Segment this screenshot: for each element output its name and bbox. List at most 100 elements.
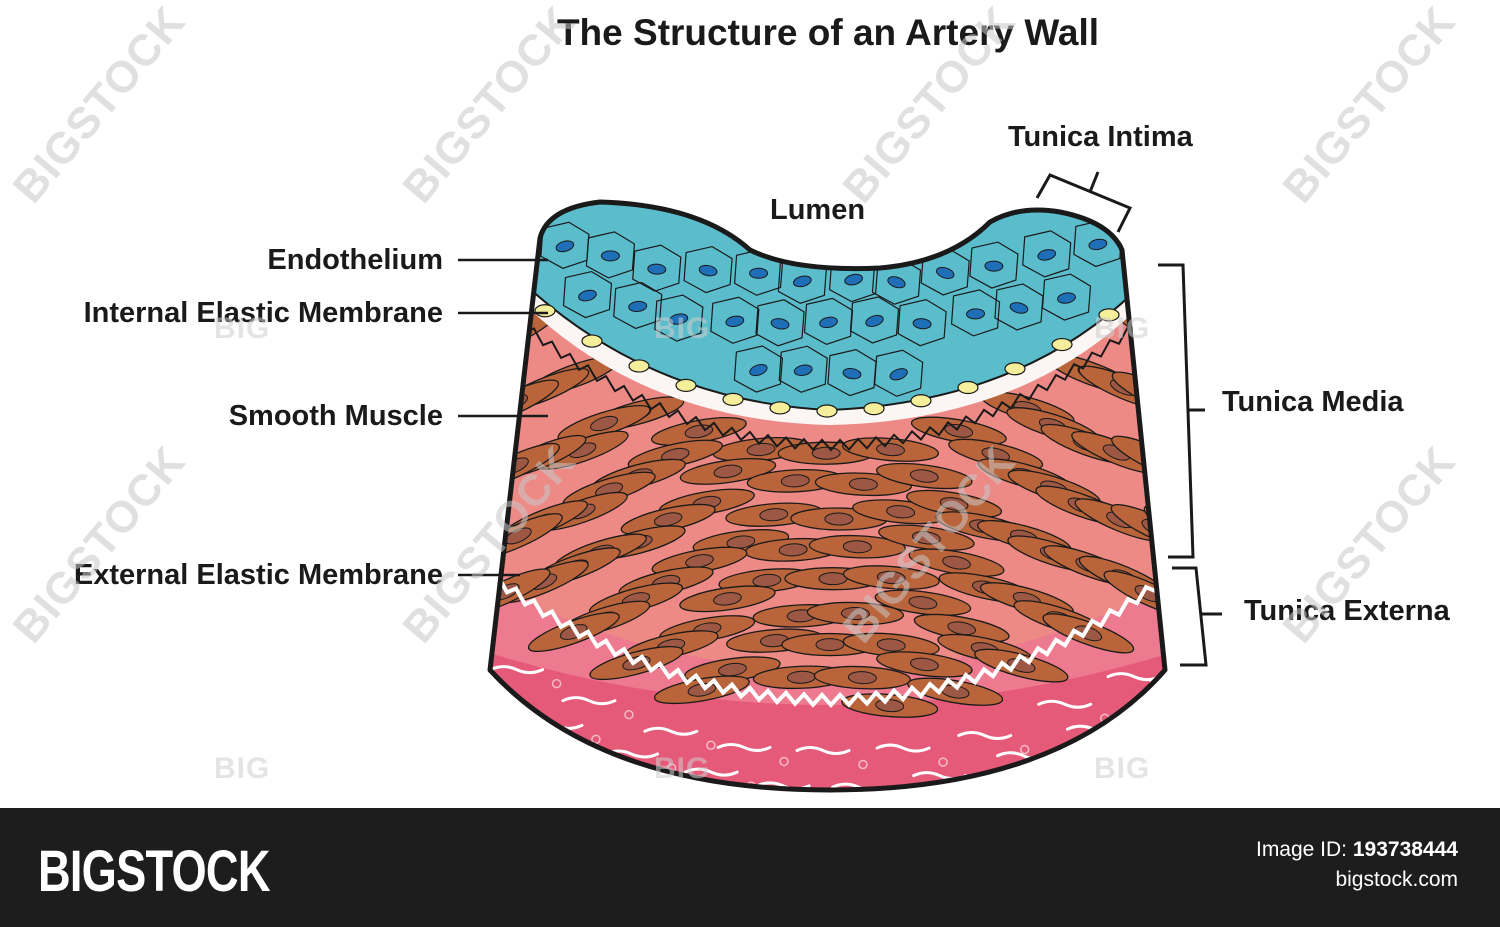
endothelial-cell xyxy=(827,348,877,397)
tunica-media-label: Tunica Media xyxy=(1222,386,1404,418)
cell-nucleus xyxy=(1057,292,1076,304)
externa-vesicle xyxy=(819,796,827,804)
muscle-nucleus xyxy=(848,477,878,491)
membrane-cell xyxy=(769,401,791,415)
elastic-membrane-cells xyxy=(534,304,1120,418)
endothelial-cell xyxy=(950,289,1001,337)
artery-wall-outline xyxy=(487,199,1168,793)
cell-nucleus xyxy=(628,300,648,313)
lumen-label: Lumen xyxy=(770,194,866,226)
muscle-nucleus xyxy=(718,662,747,677)
tunica-intima-label: Tunica Intima xyxy=(1008,121,1193,153)
membrane-cell xyxy=(675,378,697,392)
membrane-cell xyxy=(722,392,744,406)
collagen-fiber xyxy=(795,745,851,755)
externa-vesicle xyxy=(1215,759,1223,767)
cell-nucleus xyxy=(844,273,863,286)
endothelial-cell xyxy=(994,283,1044,331)
collagen-fiber xyxy=(683,767,739,777)
muscle-nucleus xyxy=(653,512,683,527)
muscle-nucleus xyxy=(908,596,938,610)
muscle-nucleus xyxy=(590,415,619,432)
muscle-nucleus xyxy=(909,657,939,672)
endothelial-cell xyxy=(755,299,805,347)
externa-vesicle xyxy=(1058,765,1069,775)
cell-nucleus xyxy=(793,364,813,376)
endothelial-cell xyxy=(710,296,760,344)
muscle-cell xyxy=(1140,377,1165,428)
internal-elastic-membrane-wave xyxy=(490,283,1165,452)
muscle-nucleus xyxy=(759,508,789,522)
cell-nucleus xyxy=(984,260,1004,272)
muscle-nucleus xyxy=(780,474,810,488)
cell-nucleus xyxy=(1037,249,1057,261)
cell-nucleus xyxy=(749,267,769,279)
external-elastic-membrane-label: External Elastic Membrane xyxy=(73,559,443,591)
externa-vesicle xyxy=(624,709,634,720)
cell-nucleus xyxy=(647,263,667,275)
externa-vesicle xyxy=(706,740,716,751)
cell-nucleus xyxy=(1009,302,1029,314)
cell-nucleus xyxy=(793,275,812,288)
collagen-fiber xyxy=(1151,744,1165,754)
watermark-small: BIG xyxy=(654,752,711,785)
site-url: bigstock.com xyxy=(1335,868,1458,891)
endothelial-cell xyxy=(849,296,900,344)
externa-vesicle xyxy=(974,784,985,790)
membrane-cell xyxy=(628,359,650,373)
externa-vesicle xyxy=(895,797,903,805)
muscle-nucleus xyxy=(1142,386,1165,404)
muscle-nucleus xyxy=(713,464,743,479)
membrane-cell xyxy=(1098,308,1120,322)
cell-nucleus xyxy=(889,368,908,381)
cell-nucleus xyxy=(555,240,575,253)
muscle-nucleus xyxy=(847,671,877,685)
externa-vesicle xyxy=(1173,748,1181,756)
endothelial-cell xyxy=(1022,230,1072,278)
muscle-nucleus xyxy=(911,531,941,545)
stock-footer: BIGSTOCK Image ID: 193738444 bigstock.co… xyxy=(0,808,1500,927)
muscle-cell xyxy=(1143,504,1165,555)
cell-nucleus xyxy=(842,367,862,380)
diagram-stage: The Structure of an Artery Wall xyxy=(4,0,1465,805)
cell-nucleus xyxy=(770,318,790,330)
muscle-nucleus xyxy=(876,442,905,457)
membrane-cell xyxy=(581,334,603,348)
cell-nucleus xyxy=(887,276,906,289)
muscle-nucleus xyxy=(818,572,848,586)
externa-vesicle xyxy=(551,678,562,689)
externa-vesicle xyxy=(591,734,601,745)
tunica-externa-label: Tunica Externa xyxy=(1244,595,1450,627)
endothelial-cell xyxy=(733,345,784,393)
muscle-nucleus xyxy=(842,540,872,554)
bigstock-logo: BIGSTOCK xyxy=(38,839,271,904)
membrane-cell xyxy=(910,394,932,408)
externa-vesicle xyxy=(547,742,558,752)
endothelial-cell xyxy=(683,245,733,294)
image-id: Image ID: 193738444 xyxy=(1256,838,1458,862)
cell-nucleus xyxy=(749,363,768,377)
muscle-nucleus xyxy=(909,469,939,483)
muscle-nucleus xyxy=(778,543,808,557)
collagen-fiber xyxy=(643,726,699,736)
endothelial-cell xyxy=(969,241,1019,289)
endothelial-cell xyxy=(1041,273,1092,321)
collagen-fiber xyxy=(561,696,617,706)
collagen-fiber xyxy=(1031,769,1087,779)
image-id-value: 193738444 xyxy=(1352,838,1458,861)
image-id-label: Image ID: xyxy=(1255,838,1348,861)
membrane-cell xyxy=(863,402,885,416)
watermark-small: BIG xyxy=(654,312,711,345)
collagen-fiber xyxy=(1037,699,1093,709)
collagen-fiber xyxy=(1106,672,1162,682)
endothelial-cell xyxy=(562,270,613,319)
cell-nucleus xyxy=(865,314,884,327)
muscle-nucleus xyxy=(939,497,969,511)
muscle-nucleus xyxy=(824,512,854,526)
externa-vesicle xyxy=(1213,692,1221,700)
membrane-cell xyxy=(534,304,556,318)
externa-vesicle xyxy=(779,756,789,767)
muscle-nucleus xyxy=(811,446,841,460)
cell-nucleus xyxy=(1088,238,1108,251)
membrane-cell xyxy=(957,380,979,395)
